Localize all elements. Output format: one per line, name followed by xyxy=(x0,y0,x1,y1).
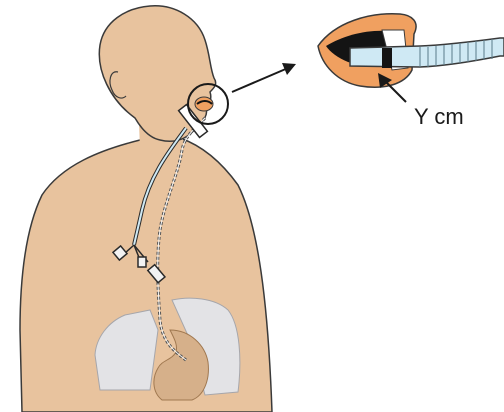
y-cm-label: Y cm xyxy=(414,104,464,129)
magnify-arrow-line xyxy=(232,68,288,92)
